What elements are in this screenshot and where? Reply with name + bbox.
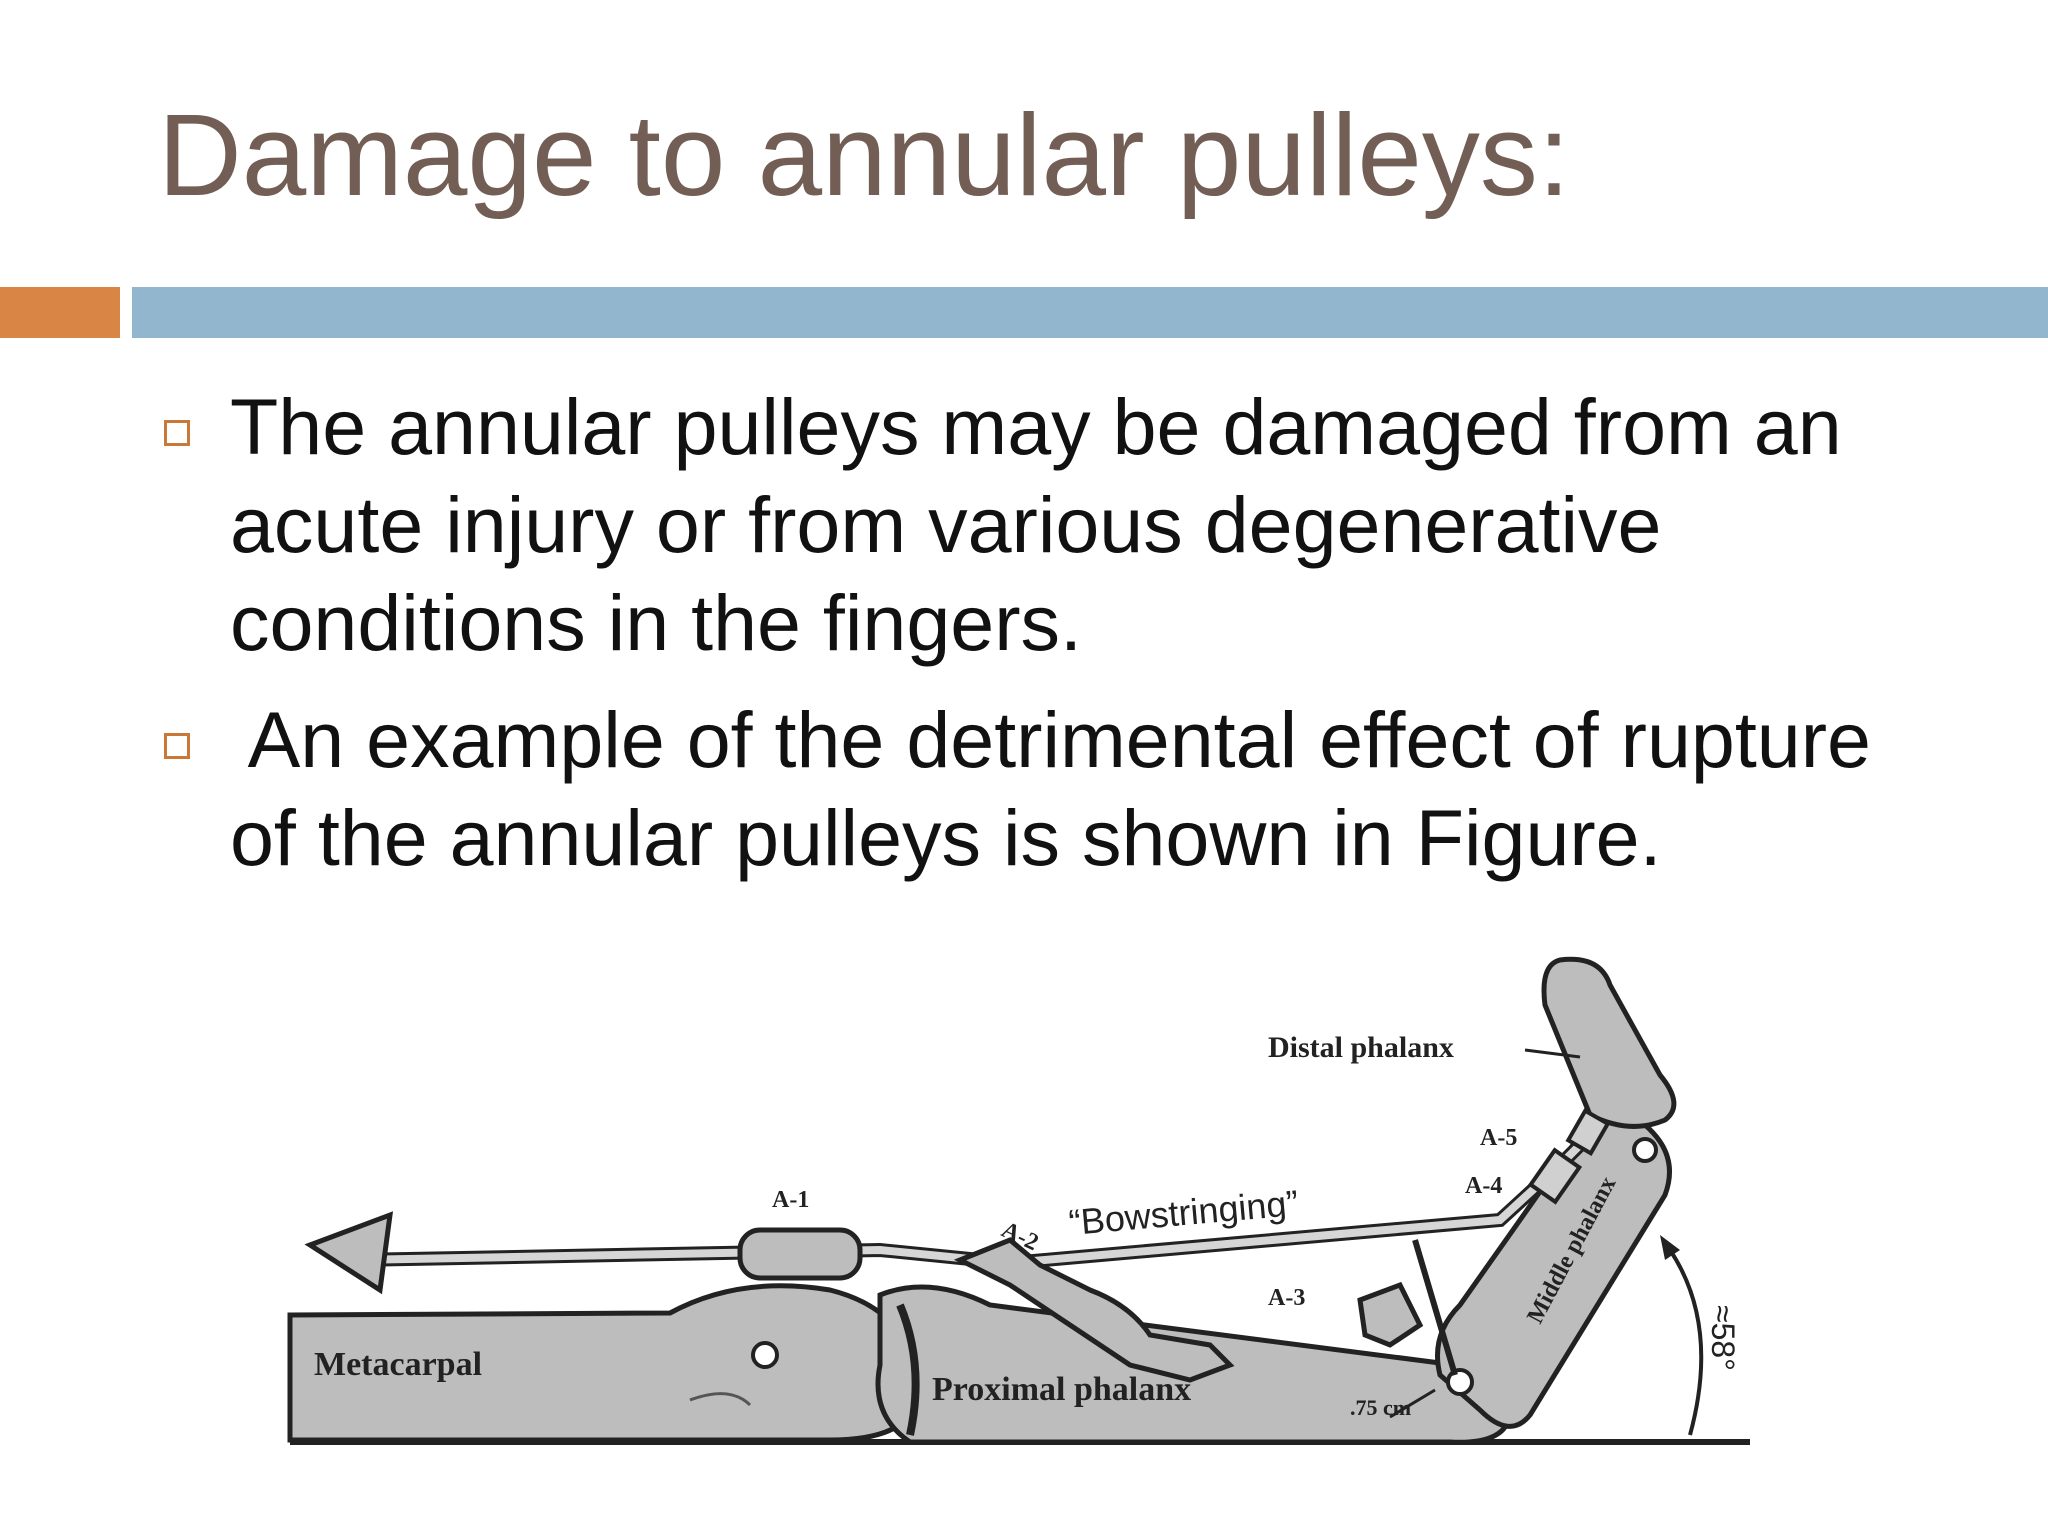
accent-bar-blue (132, 287, 2048, 338)
square-bullet-icon (164, 733, 190, 759)
a4-pulley (1527, 1147, 1583, 1205)
label-a3: A-3 (1268, 1285, 1305, 1311)
label-proximal-phalanx: Proximal phalanx (932, 1371, 1191, 1408)
square-bullet-icon (164, 420, 190, 446)
joint-circle (751, 1341, 779, 1369)
bullet-item: The annular pulleys may be damaged from … (158, 378, 2008, 672)
bullet-line: of the annular pulleys is shown in Figur… (230, 793, 1662, 882)
bullet-line: An example of the detrimental effect of … (230, 695, 1871, 784)
pull-arrow-head (304, 1211, 394, 1295)
label-a4: A-4 (1465, 1173, 1502, 1199)
distal-phalanx-bone (1541, 956, 1677, 1129)
slide-title: Damage to annular pulleys: (158, 90, 1571, 220)
bone-detail (689, 1392, 752, 1407)
a5-pulley (1565, 1108, 1611, 1156)
finger-pulley-figure: Distal phalanx A-5 A-4 A-1 A-2 A-3 “Bows… (270, 945, 1770, 1465)
a1-pulley (737, 1227, 863, 1281)
label-metacarpal: Metacarpal (314, 1346, 482, 1383)
label-angle: ≈58° (1705, 1305, 1741, 1371)
label-a5: A-5 (1480, 1125, 1517, 1151)
leader-line (1389, 1388, 1436, 1419)
angle-arrow-icon (1660, 1235, 1680, 1260)
label-a1: A-1 (772, 1187, 809, 1213)
leader-line (1524, 1048, 1581, 1059)
bullet-item: An example of the detrimental effect of … (158, 691, 2008, 887)
accent-bar-orange (0, 287, 120, 338)
a3-pulley (1357, 1281, 1424, 1348)
joint-circle (1632, 1137, 1658, 1163)
a2-torn-pulley (953, 1237, 1235, 1383)
joint-line (896, 1303, 920, 1436)
bullet-list: The annular pulleys may be damaged from … (158, 378, 2008, 906)
bullet-line: acute injury or from various degenerativ… (230, 480, 1662, 569)
bowstringing-diagram: Distal phalanx A-5 A-4 A-1 A-2 A-3 “Bows… (287, 956, 1750, 1445)
bullet-line: conditions in the fingers. (230, 578, 1082, 667)
angle-arc (1668, 1248, 1704, 1436)
joint-circle (1446, 1368, 1474, 1396)
bullet-line: The annular pulleys may be damaged from … (230, 382, 1842, 471)
moment-arm-line (1412, 1239, 1458, 1376)
label-moment-arm: .75 cm (1350, 1395, 1411, 1420)
label-distal-phalanx: Distal phalanx (1268, 1031, 1454, 1064)
